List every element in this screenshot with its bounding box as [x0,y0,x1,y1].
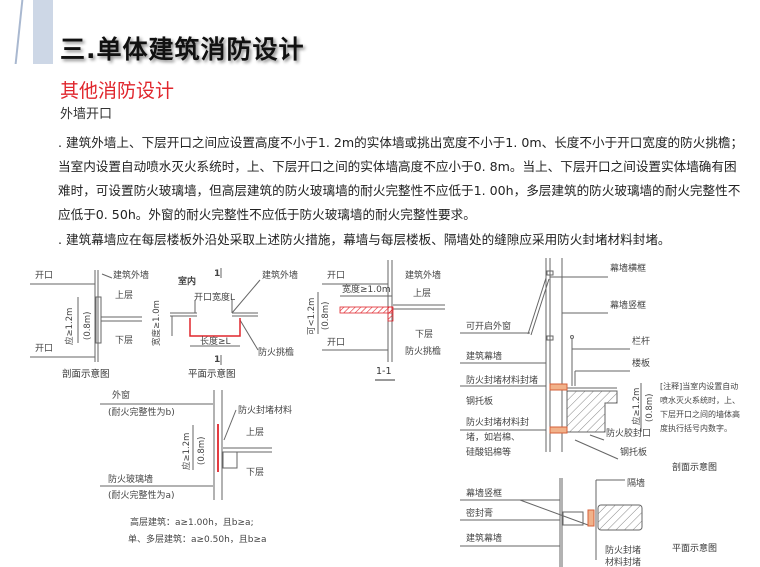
label-railing: 栏杆 [632,337,651,347]
label-upper: 上层 [115,291,134,301]
label-length: 长度≥L [200,337,231,347]
caption-plan: 平面示意图 [188,369,236,380]
label-upper: 上层 [413,289,432,299]
label-opening-bottom: 开口 [327,338,346,348]
label-steel-plate2: 钢托板 [620,448,648,458]
label-seal2-line3: 硅酸铝棉等 [466,448,512,458]
label-canopy: 防火挑檐 [258,348,295,358]
label-steel-plate: 钢托板 [466,397,494,407]
note-line1: [注释]当室内设置自动 [660,382,739,391]
label-lower: 下层 [415,330,434,340]
label-lower: 下层 [115,336,134,346]
label-dim: 应≥1.2m [632,387,642,425]
label-seal: 防火封堵材料封堵 [466,376,539,386]
label-mark-bottom: 1 [214,355,221,365]
label-mullion: 幕墙竖框 [466,489,503,499]
rule-low-rise: 单、多层建筑：a≥0.50h，且b≥a [128,535,267,545]
decorative-stripe [33,0,53,64]
label-mullion: 幕墙竖框 [610,301,647,311]
note-line4: 度执行括号内数字。 [660,424,732,433]
label-opening-top: 开口 [327,271,346,281]
label-opening-bottom: 开口 [35,344,54,354]
label-dim2: (0.8m) [645,393,655,422]
label-window-note: (耐火完整性为b) [108,408,175,418]
label-dim: 应≥1.2m [182,432,192,470]
caption-cut: 1-1 [376,366,392,377]
label-seal-line2: 材料封堵 [605,558,642,567]
label-slab: 楼板 [632,359,651,369]
label-curtain-wall: 建筑幕墙 [466,352,503,362]
label-upper: 上层 [246,428,265,438]
label-seal2-line1: 防火封堵材料封 [466,418,530,428]
label-glass-note: (耐火完整性为a) [108,491,175,501]
label-seal2-line2: 堵，如岩棉、 [466,433,521,443]
caption-curtain-plan: 平面示意图 [672,544,718,554]
label-opening-top: 开口 [35,271,54,281]
label-indoor: 室内 [178,277,197,287]
label-dim2: (0.8m) [197,436,207,465]
label-transom: 幕墙横框 [610,264,647,274]
label-window: 外窗 [112,391,131,401]
label-wall: 建筑外墙 [262,271,299,281]
section-heading: 外墙开口 [60,107,113,122]
label-seal-line1: 防火封堵 [605,546,642,556]
subtitle: 其他消防设计 [60,80,175,102]
label-dim: 应≥1.2m [65,307,75,345]
label-partition: 隔墙 [627,479,646,489]
label-opening-width: 开口宽度L [194,293,236,303]
note-line2: 喷水灭火系统时，上、 [660,396,740,405]
label-dim2: (0.8m) [83,311,93,340]
paragraph-1: . 建筑外墙上、下层开口之间应设置高度不小于1. 2m的实体墙或挑出宽度不小于1… [58,135,744,222]
label-dim: 可<1.2m [307,297,317,335]
label-canopy: 防火挑檐 [405,347,442,357]
label-window: 可开启外窗 [466,322,512,332]
label-sealant: 防火胶封口 [606,429,652,439]
label-seal: 防火封堵材料 [238,406,293,416]
note-line3: 下层开口之间的墙体高 [660,410,740,419]
label-width: 宽度≥1.0m [342,285,391,295]
label-dim2: (0.8m) [321,301,331,330]
label-wall: 建筑外墙 [113,271,150,281]
caption-section: 剖面示意图 [62,369,110,380]
caption-curtain-section: 剖面示意图 [672,463,718,473]
label-dim: 宽度≥1.0m [152,300,162,346]
label-sealant: 密封膏 [466,509,494,519]
label-lower: 下层 [246,468,265,478]
page-title: 三.单体建筑消防设计 [60,35,305,64]
rule-high-rise: 高层建筑：a≥1.00h，且b≥a; [130,518,254,528]
paragraph-2: . 建筑幕墙应在每层楼板外沿处采取上述防火措施，幕墙与每层楼板、隔墙处的缝隙应采… [58,232,671,247]
label-wall: 建筑外墙 [405,271,442,281]
label-glass-wall: 防火玻璃墙 [108,475,154,485]
label-curtain-wall: 建筑幕墙 [466,534,503,544]
label-mark-top: 1 [214,269,221,279]
